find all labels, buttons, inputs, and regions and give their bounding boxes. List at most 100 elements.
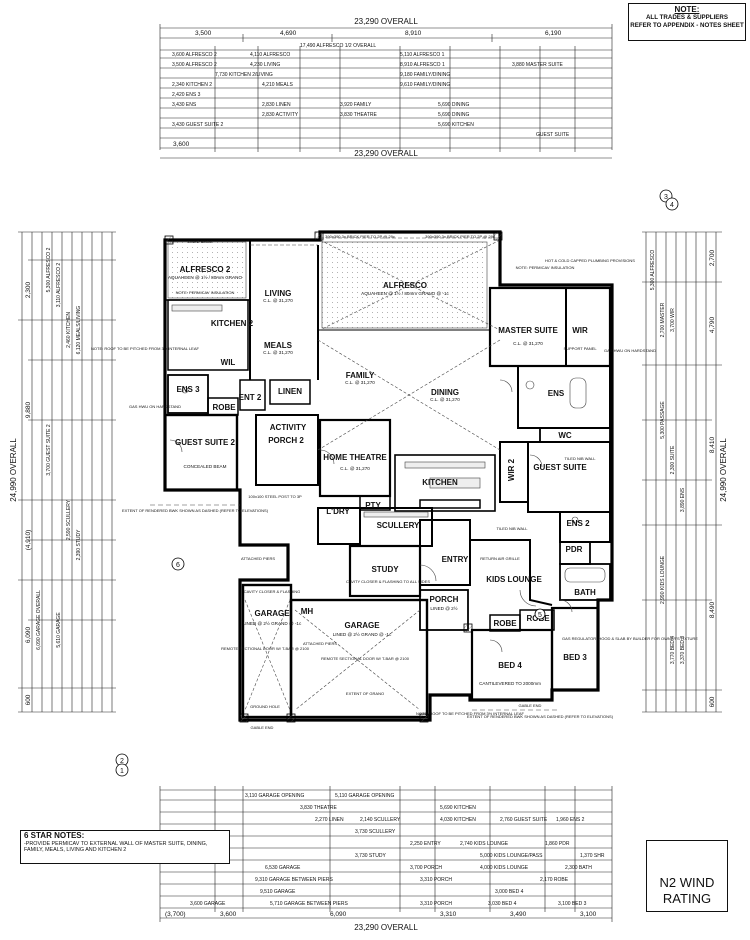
room-bath: BATH [574, 588, 596, 597]
room-ent-2: ENT 2 [239, 393, 262, 402]
svg-text:600: 600 [25, 694, 32, 705]
svg-text:3: 3 [664, 194, 668, 201]
svg-text:23,290 OVERALL: 23,290 OVERALL [354, 149, 418, 158]
svg-text:2,170 ROBE: 2,170 ROBE [540, 877, 569, 883]
room-kids-lounge-line: KIDS LOUNGE [486, 575, 542, 584]
grid-marker-4 [665, 197, 679, 211]
svg-text:3,730 SCULLERY: 3,730 SCULLERY [355, 829, 396, 835]
svg-text:5,300 ALFRESCO 2: 5,300 ALFRESCO 2 [46, 247, 52, 292]
right-dimension-labels: 24,990 OVERALL 2,700 4,790 8,410 8,490 6… [650, 249, 728, 707]
svg-text:1: 1 [120, 768, 124, 775]
svg-text:4,000 KIDS LOUNGE: 4,000 KIDS LOUNGE [480, 865, 529, 871]
top-dimension-labels: 23,290 OVERALL 3,500 4,690 8,910 6,190 1… [172, 17, 570, 158]
svg-text:1,860 PDR: 1,860 PDR [545, 841, 570, 847]
room-pty: PTY [365, 501, 381, 510]
room-bed-3: BED 3 [563, 653, 587, 662]
wind-rating-box: N2 WIND RATING [646, 840, 728, 912]
svg-text:3,310: 3,310 [440, 911, 457, 918]
svg-text:2: 2 [120, 758, 124, 765]
room-home-theatre: HOME THEATRE [323, 453, 387, 462]
room-garage-small: GARAGE [254, 609, 290, 618]
room-scullery: SCULLERY [377, 521, 420, 530]
svg-text:9,610 FAMILY/DINING: 9,610 FAMILY/DINING [400, 82, 450, 88]
svg-text:3,730 STUDY: 3,730 STUDY [355, 853, 387, 859]
svg-text:C.L. @ 31,270: C.L. @ 31,270 [430, 397, 460, 402]
room-ens: ENS [548, 389, 565, 398]
svg-text:GAS HWU ON HARDSTAND: GAS HWU ON HARDSTAND [604, 348, 656, 353]
svg-text:390x390 3x BRICK PIER TO 2P @: 390x390 3x BRICK PIER TO 2P @ 29c [325, 234, 395, 239]
svg-text:3,100: 3,100 [580, 911, 597, 918]
svg-text:C.L. @ 31,270: C.L. @ 31,270 [513, 341, 543, 346]
room-kitchen: KITCHEN [422, 478, 458, 487]
svg-text:3,770 BED 4: 3,770 BED 4 [670, 636, 676, 665]
room-guest-suite-2-line1: GUEST SUITE 2 [175, 438, 236, 447]
svg-text:3,030 BED 4: 3,030 BED 4 [488, 901, 517, 907]
svg-text:3,830 THEATRE: 3,830 THEATRE [300, 805, 337, 811]
svg-text:AQUAHEEN @ 1½ / 80mm GRANO: AQUAHEEN @ 1½ / 80mm GRANO [168, 274, 243, 280]
svg-text:600: 600 [709, 696, 716, 707]
svg-text:24,990 OVERALL: 24,990 OVERALL [719, 438, 728, 502]
svg-text:4,790: 4,790 [709, 316, 716, 333]
svg-text:GROUND HOLE: GROUND HOLE [250, 704, 280, 709]
svg-text:CAVITY CLOSER & FLASHING: CAVITY CLOSER & FLASHING [244, 589, 301, 594]
room-master-suite-1: MASTER SUITE [498, 326, 558, 335]
svg-text:8,410: 8,410 [709, 436, 716, 453]
svg-text:LINED @ 2½ GRAND @ -1c: LINED @ 2½ GRAND @ -1c [333, 631, 392, 637]
wind-rating-line-1: N2 WIND [659, 875, 715, 890]
svg-text:7,730 KITCHEN 2/LIVING: 7,730 KITCHEN 2/LIVING [215, 72, 273, 78]
six-star-title: 6 STAR NOTES: [24, 831, 85, 840]
svg-text:2,420 ENS 3: 2,420 ENS 3 [172, 92, 201, 98]
bottom-dimension-labels: 3,110 GARAGE OPENING 5,110 GARAGE OPENIN… [165, 793, 605, 932]
svg-text:4,210 MEALS: 4,210 MEALS [262, 82, 294, 88]
top-dimensions [159, 24, 613, 159]
svg-text:2,740 KIDS LOUNGE: 2,740 KIDS LOUNGE [460, 841, 509, 847]
svg-text:4: 4 [670, 202, 674, 209]
svg-text:ATTACHED PIERS: ATTACHED PIERS [241, 556, 275, 561]
svg-text:17,490 ALFRESCO 1/2 OVERALL: 17,490 ALFRESCO 1/2 OVERALL [300, 43, 376, 49]
svg-text:2,990 KIDS LOUNGE: 2,990 KIDS LOUNGE [660, 555, 666, 604]
room-dining: DINING [431, 388, 459, 397]
svg-text:6,190: 6,190 [545, 30, 562, 37]
svg-text:3,490: 3,490 [510, 911, 527, 918]
svg-text:5,110 GARAGE OPENING: 5,110 GARAGE OPENING [335, 793, 394, 799]
svg-text:2,340 KITCHEN 2: 2,340 KITCHEN 2 [172, 82, 212, 88]
svg-text:3,700 GUEST SUITE 2: 3,700 GUEST SUITE 2 [46, 424, 52, 476]
svg-text:8,490: 8,490 [709, 601, 716, 618]
svg-text:GABLE END: GABLE END [519, 703, 542, 708]
svg-text:5,610 GARAGE: 5,610 GARAGE [56, 612, 62, 648]
room-wc: WC [558, 431, 572, 440]
svg-text:9,180 FAMILY/DINING: 9,180 FAMILY/DINING [400, 72, 450, 78]
svg-text:5,300 PASSAGE: 5,300 PASSAGE [660, 401, 666, 439]
svg-text:2,830 ACTIVITY: 2,830 ACTIVITY [262, 112, 299, 118]
svg-text:5,690 DINING: 5,690 DINING [438, 112, 470, 118]
svg-text:C.L. @ 31,270: C.L. @ 31,270 [345, 380, 375, 385]
room-ldry: L'DRY [326, 507, 350, 516]
svg-text:3,600: 3,600 [220, 911, 237, 918]
svg-text:2,390 STUDY: 2,390 STUDY [76, 529, 82, 561]
notes-box: NOTE: ALL TRADES & SUPPLIERS REFER TO AP… [628, 3, 746, 41]
svg-text:CAVITY CLOSER & FLASHING TO AL: CAVITY CLOSER & FLASHING TO ALL SIDES [346, 579, 430, 584]
svg-text:4,230 LIVING: 4,230 LIVING [250, 62, 280, 68]
svg-text:3,370 BED 3: 3,370 BED 3 [680, 636, 686, 665]
room-garage: GARAGE [344, 621, 380, 630]
svg-text:5: 5 [538, 612, 542, 619]
svg-text:4,110 ALFRESCO: 4,110 ALFRESCO [250, 52, 290, 58]
svg-text:C.L. @ 31,270: C.L. @ 31,270 [340, 466, 370, 471]
svg-text:6: 6 [176, 562, 180, 569]
svg-text:6,120 MEALS/LIVING: 6,120 MEALS/LIVING [76, 306, 82, 355]
room-mh: MH [301, 607, 314, 616]
svg-text:5,710 GARAGE BETWEEN PIERS: 5,710 GARAGE BETWEEN PIERS [270, 901, 348, 907]
svg-text:2,270 LINEN: 2,270 LINEN [315, 817, 344, 823]
brick-piers [164, 231, 503, 723]
room-alfresco-2: ALFRESCO 2 [180, 265, 231, 274]
svg-text:GAS REGULATOR, HOOD & SLAB BY: GAS REGULATOR, HOOD & SLAB BY BUILDER FO… [562, 636, 698, 641]
svg-text:1,370 SHR: 1,370 SHR [580, 853, 605, 859]
right-dimensions [642, 231, 722, 713]
svg-text:3,430 GUEST SUITE 2: 3,430 GUEST SUITE 2 [172, 122, 224, 128]
svg-text:3,890 ENS: 3,890 ENS [680, 487, 686, 512]
svg-text:NOTE: ROOF TO BE PITCHED FROM: NOTE: ROOF TO BE PITCHED FROM 3½ INTERNA… [416, 711, 525, 716]
notes-line-2: REFER TO APPENDIX - NOTES SHEET [630, 22, 744, 29]
svg-text:9,880: 9,880 [25, 401, 32, 418]
svg-text:3,100 BED 3: 3,100 BED 3 [558, 901, 587, 907]
room-kitchen-2: KITCHEN 2 [211, 319, 254, 328]
